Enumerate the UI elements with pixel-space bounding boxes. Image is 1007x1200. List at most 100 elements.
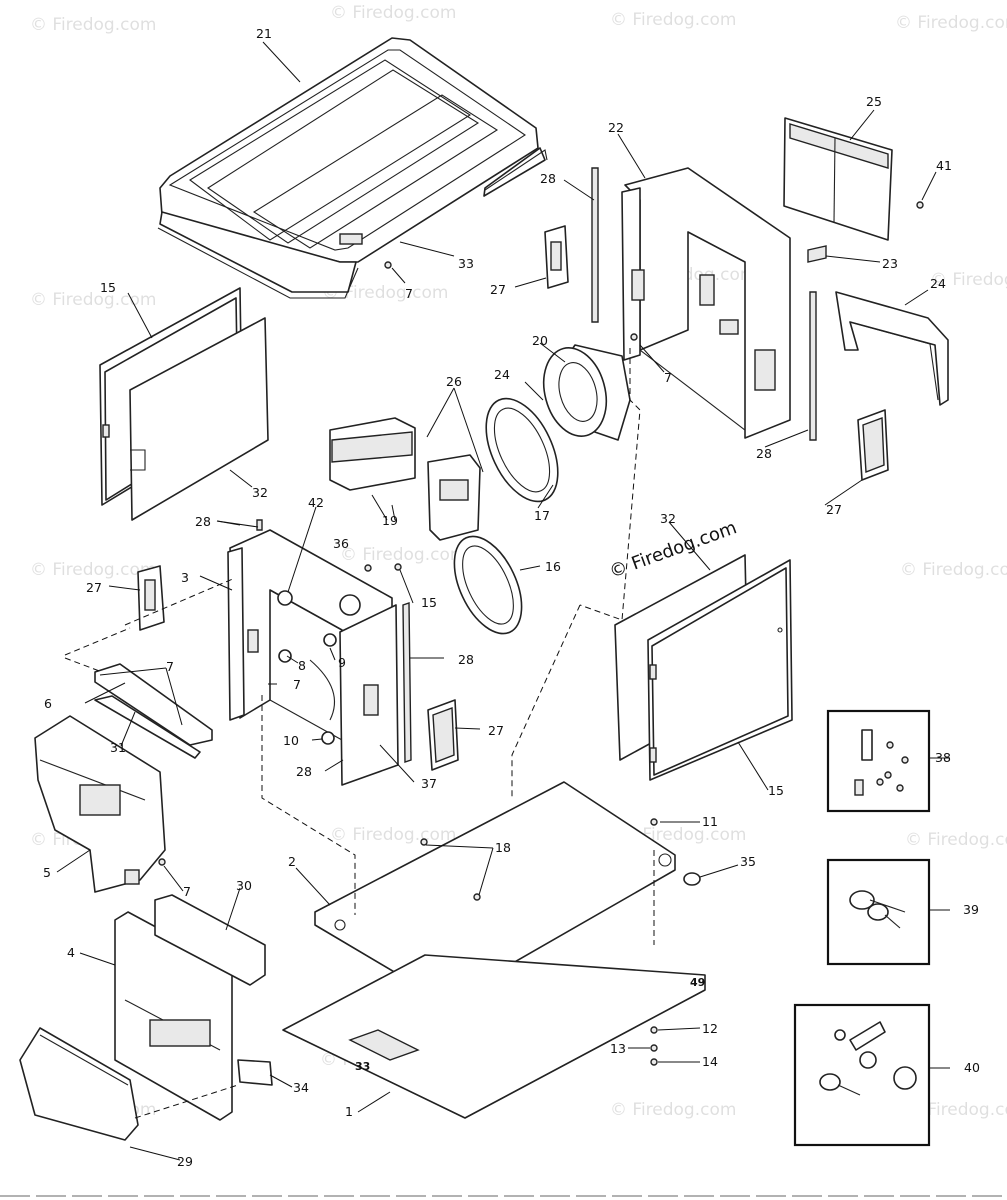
callout-19: 19 [382,513,398,528]
callout-8: 8 [298,658,306,673]
callout-27: 27 [86,580,102,595]
part-28-strip-a [591,167,599,323]
callout-26: 26 [446,374,462,389]
part-27-vent-c [137,565,165,631]
callout-14: 14 [702,1054,718,1069]
callout-28: 28 [296,764,312,779]
kit-connectors [929,757,950,1069]
callout-21: 21 [256,26,272,41]
callout-32: 32 [252,485,268,500]
part-25-louver-panel [783,117,893,241]
callout-22: 22 [608,120,624,135]
part-30-insulation [154,894,266,986]
watermark: © Firedog.com [930,270,1007,290]
callout-6: 6 [44,696,52,711]
part-17-ring [485,397,559,503]
leader-lines [56,41,937,1161]
callout-15: 15 [768,783,784,798]
callout-27: 27 [490,282,506,297]
callout-33: 33 [458,256,474,271]
part-31-bracket [94,695,201,759]
part-28-strip-c [402,602,412,763]
part-10-grommet [321,731,335,745]
callout-30: 30 [236,878,252,893]
part-15-side-panel-right [647,559,793,781]
base-stamp-49: 49 [690,976,705,989]
callout-11: 11 [702,814,718,829]
watermark: © Firedog.com [30,15,156,35]
callout-15: 15 [100,280,116,295]
callout-31: 31 [110,740,126,755]
part-27-vent-d [427,699,459,771]
watermark: © Firedog.com [610,10,736,30]
part-21-top-cover [159,37,546,293]
watermark: © Firedog.com [30,560,156,580]
callout-7: 7 [664,370,672,385]
part-28-strip-b [809,291,817,441]
callout-24: 24 [930,276,946,291]
callout-39: 39 [963,902,979,917]
assembly-lines [64,348,655,1119]
callout-1: 1 [345,1104,353,1119]
callout-15: 15 [421,595,437,610]
callout-10: 10 [283,733,299,748]
part-3-front-frame [227,529,399,786]
part-24-gasket-frame [835,291,949,406]
callout-27: 27 [826,502,842,517]
part-19-duct [329,417,481,541]
kit-40-lock-kit [793,1003,931,1147]
part-5-control-housing [34,715,166,893]
callout-20: 20 [532,333,548,348]
part-27-vent-b [857,409,889,481]
callout-37: 37 [421,776,437,791]
part-20-flue-adapter [542,344,631,441]
kit-38-hinge-kit [826,709,931,813]
callout-28: 28 [756,446,772,461]
watermark: © Firedog.com [330,825,456,845]
watermark: © Firedog.com [322,283,448,303]
part-27-vent-a [544,225,569,289]
callout-35: 35 [740,854,756,869]
callout-29: 29 [177,1154,193,1169]
watermark: © Firedog.com [905,830,1007,850]
part-32-insulation-left [129,317,269,521]
callout-24: 24 [494,367,510,382]
callout-40: 40 [964,1060,980,1075]
part-4-access-panel [114,911,233,1121]
callout-28: 28 [195,514,211,529]
callout-16: 16 [545,559,561,574]
watermark: © Firedog.com [340,545,466,565]
callout-labels: 21 22 25 41 28 23 24 33 7 27 15 20 24 7 … [43,26,980,1169]
part-33-gasket-edge [484,149,548,191]
watermark: © Firedog.com [895,13,1007,33]
callout-27: 27 [488,723,504,738]
callout-38: 38 [935,750,951,765]
callout-13: 13 [610,1041,626,1056]
callout-2: 2 [288,854,296,869]
kit-39-key-kit [826,858,931,966]
part-34-strip [237,1059,273,1086]
callout-42: 42 [308,495,324,510]
callout-18: 18 [495,840,511,855]
callout-17: 17 [534,508,550,523]
callout-23: 23 [882,256,898,271]
callout-41: 41 [936,158,952,173]
watermark: © Firedog.com [900,560,1007,580]
part-6-bracket [94,663,213,746]
callout-12: 12 [702,1021,718,1036]
callout-4: 4 [67,945,75,960]
callout-7: 7 [405,286,413,301]
watermark: © Firedog.com [330,3,456,23]
base-stamp-33: 33 [355,1060,370,1073]
part-16-ring [453,535,523,635]
callout-7: 7 [166,659,174,674]
callout-9: 9 [338,655,346,670]
callout-7: 7 [293,677,301,692]
callout-32: 32 [660,511,676,526]
callout-25: 25 [866,94,882,109]
part-33-gasket [157,227,359,299]
part-1-base-pan: 33 49 [282,954,706,1119]
part-29-drip-pan [19,1027,139,1141]
